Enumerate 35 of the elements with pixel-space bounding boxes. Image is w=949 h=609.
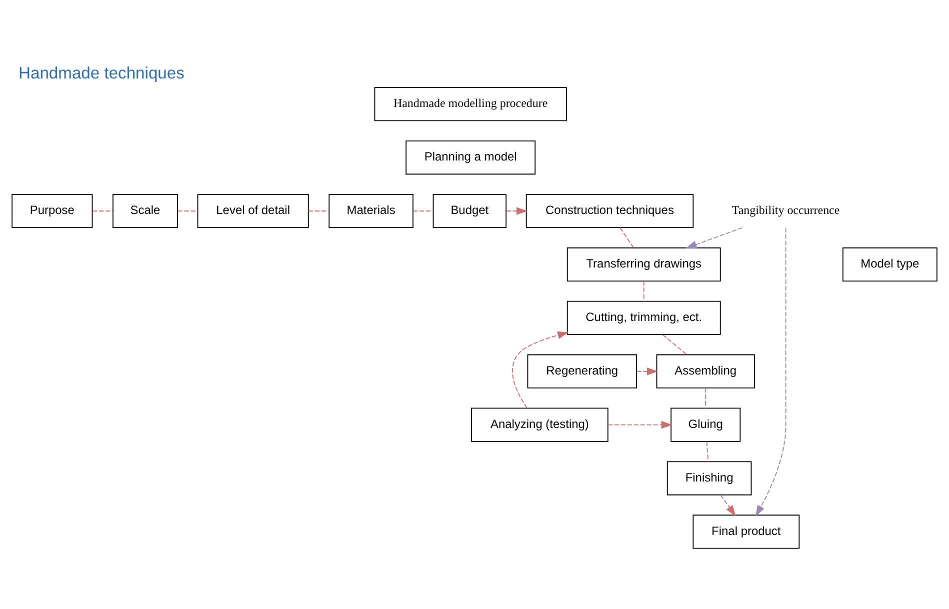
node-box: Finishing (666, 460, 752, 495)
node-box: Model type (842, 246, 938, 281)
node-box: Level of detail (197, 193, 309, 228)
node-box: Materials (328, 193, 414, 228)
node-text: Tangibility occurrence (732, 202, 840, 217)
node-box: Transferring drawings (566, 246, 721, 281)
arrow (686, 226, 743, 248)
connector (662, 334, 688, 355)
connector (92, 210, 114, 211)
node-box: Gluing (670, 407, 741, 442)
arrow (755, 226, 786, 516)
arrow (512, 330, 569, 408)
node-box: Final product (692, 514, 800, 548)
connector (620, 226, 634, 248)
connector (177, 210, 198, 211)
arrow (720, 494, 736, 516)
arrow (636, 366, 658, 375)
node-box: Assembling (656, 354, 755, 388)
connector (706, 440, 709, 462)
connector (412, 210, 434, 211)
node-box: Construction techniques (526, 193, 694, 228)
node-box: Scale (112, 193, 178, 228)
node-box: Cutting, trimming, ect. (566, 300, 721, 334)
connector (643, 280, 644, 302)
connector (308, 210, 330, 211)
node-box: Purpose (12, 193, 93, 228)
diagram-title: Handmade techniques (18, 63, 184, 82)
node-box: Handmade modelling procedure (374, 86, 567, 121)
arrow (608, 420, 672, 428)
node-box: Regenerating (527, 354, 637, 388)
node-box: Budget (432, 193, 507, 228)
node-box: Analyzing (testing) (471, 407, 608, 442)
arrow (506, 206, 528, 214)
connector (705, 387, 706, 408)
node-box: Planning a model (406, 140, 536, 174)
